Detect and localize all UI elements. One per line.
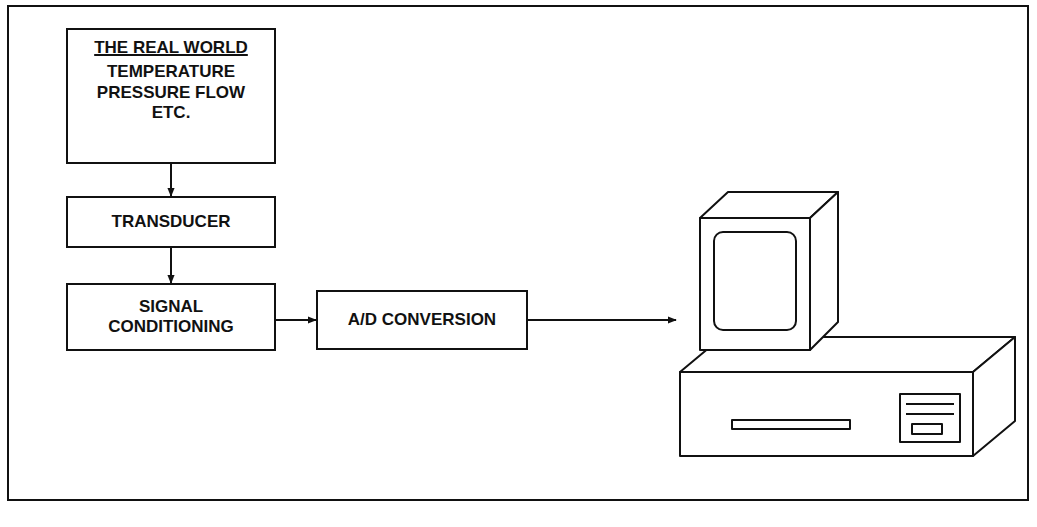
flow-arrow — [276, 319, 316, 321]
process-box: SIGNAL CONDITIONING — [66, 283, 276, 351]
computer-base-side — [973, 337, 1015, 456]
outer-frame — [8, 6, 1028, 500]
box-label: THE REAL WORLD — [94, 38, 248, 58]
drive-slot — [906, 403, 954, 405]
process-box: A/D CONVERSION — [316, 290, 528, 350]
process-box: TRANSDUCER — [66, 196, 276, 248]
computer-illustration — [680, 192, 1015, 456]
process-box: THE REAL WORLD TEMPERATURE PRESSURE FLOW … — [66, 28, 276, 164]
monitor-front — [700, 218, 810, 350]
drive-bay — [900, 394, 960, 442]
box-label: A/D CONVERSION — [348, 310, 496, 330]
flow-arrow — [170, 164, 172, 196]
monitor-screen — [714, 232, 796, 330]
drive-slot — [912, 424, 942, 434]
drive-slot — [906, 413, 954, 415]
computer-base-front — [680, 372, 973, 456]
flow-arrow — [170, 248, 172, 283]
box-body-text: TEMPERATURE PRESSURE FLOW ETC. — [78, 62, 264, 123]
box-label: TRANSDUCER — [112, 212, 231, 232]
box-label: SIGNAL CONDITIONING — [78, 297, 264, 338]
signal-arrow — [528, 319, 676, 321]
floppy-slot — [732, 420, 850, 429]
monitor-side — [810, 192, 838, 350]
